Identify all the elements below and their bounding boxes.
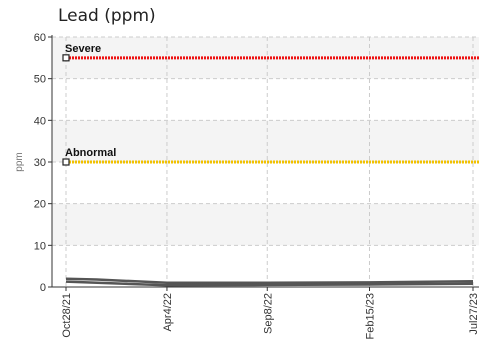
x-tick-label: Sep8/22 (262, 293, 274, 334)
y-axis-label: ppm (14, 152, 25, 171)
x-tick-label: Feb15/23 (364, 293, 376, 339)
y-tick-label: 30 (34, 157, 46, 169)
reference-marker (62, 158, 70, 166)
y-tick-label: 40 (34, 115, 46, 127)
reference-label: Abnormal (65, 147, 116, 159)
y-tick-label: 0 (40, 282, 46, 294)
y-tick-label: 60 (34, 32, 46, 44)
x-tick-label: Apr4/22 (162, 293, 174, 332)
y-ticks: 0 10 20 30 40 50 60 (34, 32, 52, 294)
plot-band (52, 120, 479, 162)
y-tick-label: 10 (34, 240, 46, 252)
x-tick-label: Oct28/21 (61, 293, 73, 338)
y-tick-label: 50 (34, 74, 46, 86)
series-line (65, 280, 474, 287)
plot-bands (52, 37, 479, 246)
series-line (65, 277, 474, 285)
chart-title: Lead (ppm) (58, 6, 156, 26)
y-tick-label: 20 (34, 199, 46, 211)
reference-marker (62, 54, 70, 62)
reference-label: Severe (65, 43, 101, 55)
plot-band (52, 203, 479, 246)
x-ticks: Oct28/21 Apr4/22 Sep8/22 Feb15/23 Jul27/23 (61, 287, 480, 339)
x-tick-label: Jul27/23 (468, 293, 480, 335)
data-series (65, 277, 474, 287)
